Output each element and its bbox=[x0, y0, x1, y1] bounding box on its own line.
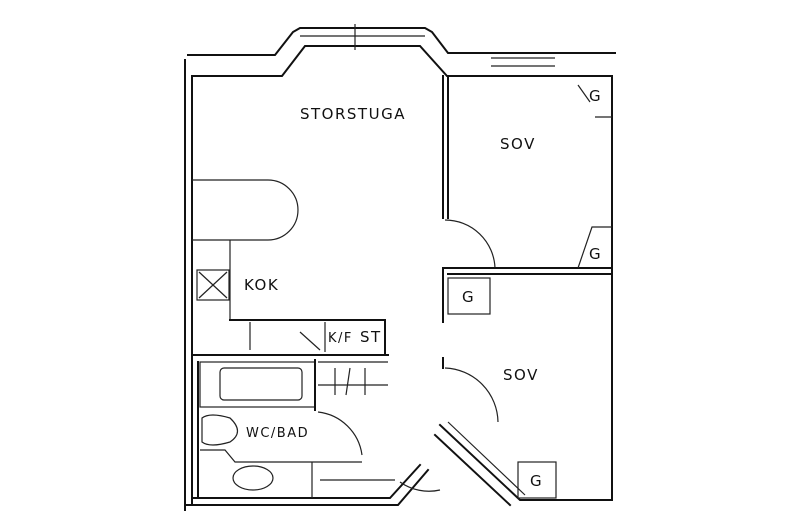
outer-walls bbox=[184, 24, 616, 511]
label-sov-2: SOV bbox=[503, 366, 539, 384]
label-sov-1: SOV bbox=[500, 135, 536, 153]
label-g-2: G bbox=[589, 245, 602, 263]
label-g-4: G bbox=[530, 472, 543, 490]
label-storstuga: STORSTUGA bbox=[300, 105, 406, 123]
label-g-1: G bbox=[589, 87, 602, 105]
label-st: ST bbox=[360, 328, 382, 346]
label-kf: K/F bbox=[328, 331, 353, 346]
room-labels: STORSTUGA SOV SOV KOK K/F ST WC/BAD G G … bbox=[244, 87, 602, 490]
label-kok: KOK bbox=[244, 276, 279, 294]
label-wc-bad: WC/BAD bbox=[246, 426, 309, 441]
label-g-3: G bbox=[462, 288, 475, 306]
interior-walls bbox=[191, 75, 613, 499]
